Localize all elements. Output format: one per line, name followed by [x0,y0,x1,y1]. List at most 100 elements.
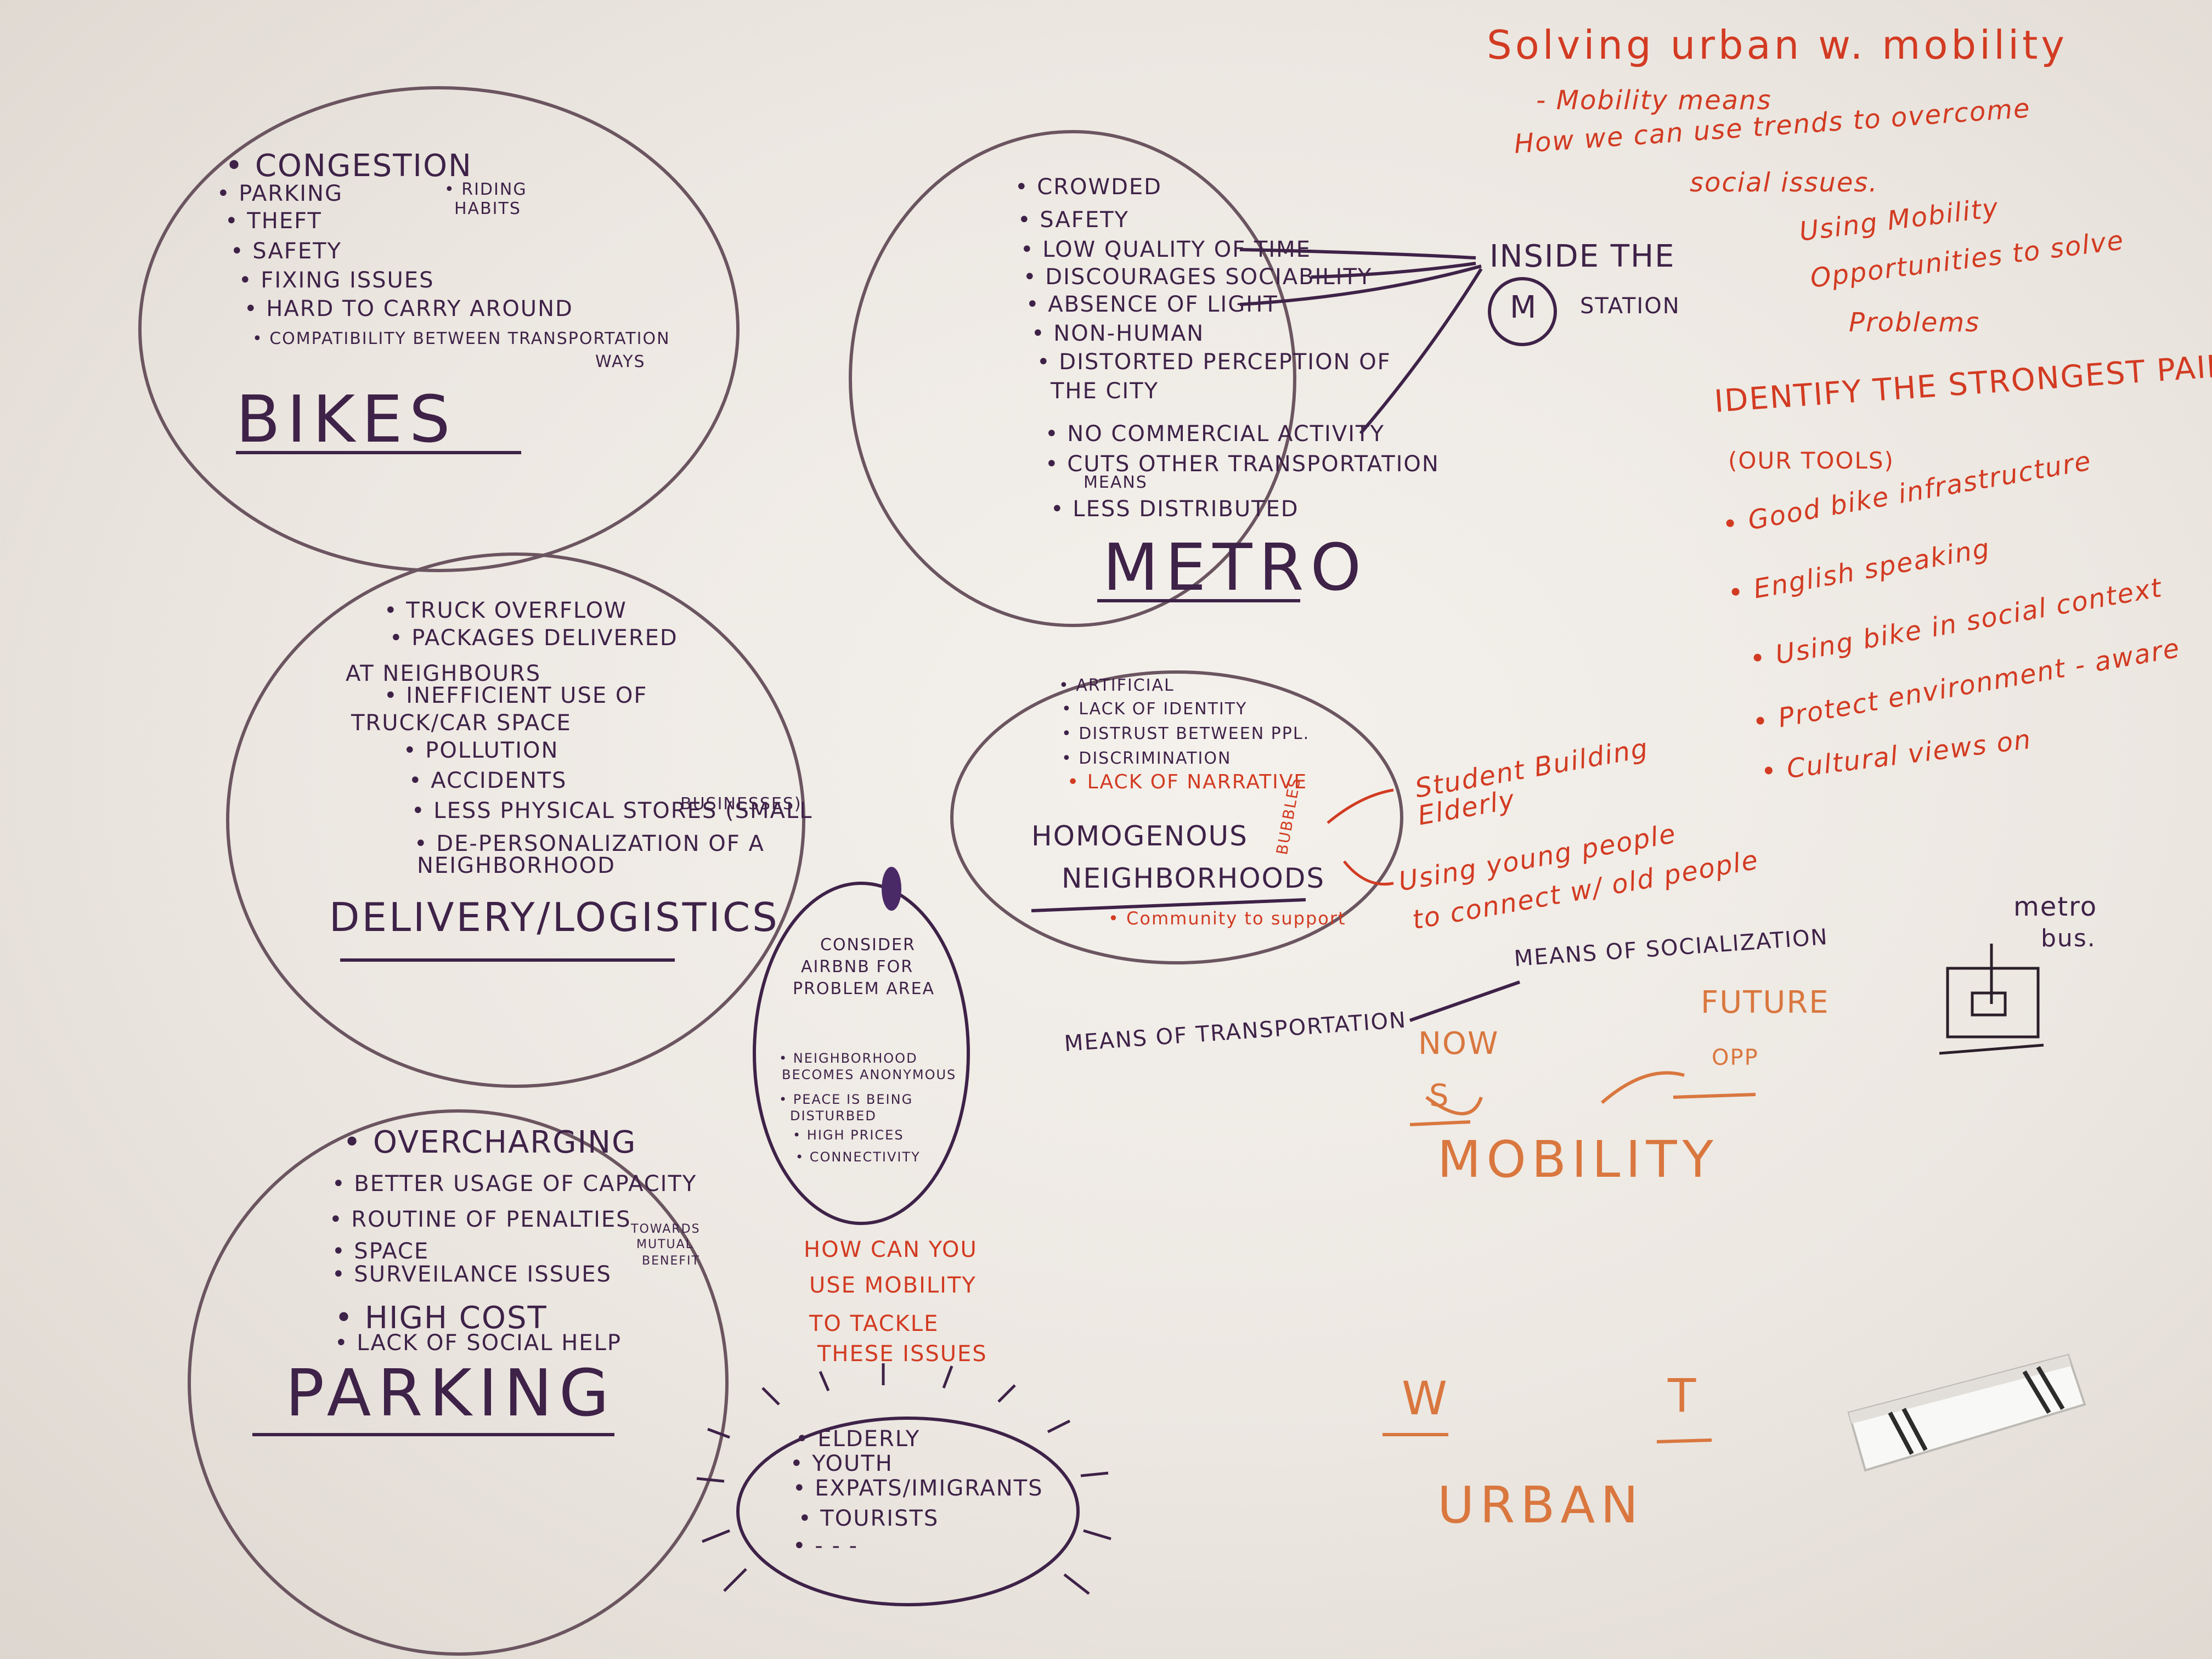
airbnb-item-connectivity: • CONNECTIVITY [795,1149,921,1165]
parking-item-surveilance: • SURVEILANCE ISSUES [332,1262,612,1287]
delivery-item-businesses: BUSINESSES) [680,794,802,814]
airbnb-item-prices: • HIGH PRICES [793,1127,904,1143]
homogenous-item-artificial: • ARTIFICIAL [1059,676,1175,695]
airbnb-marker-dot [882,867,901,911]
header-line-3: social issues. [1690,167,1878,198]
delivery-item-packages: • PACKAGES DELIVERED [390,625,678,651]
arrow-young [1343,860,1394,886]
parking-item-social-help: • LACK OF SOCIAL HELP [335,1330,622,1356]
delivery-item-stores: • LESS PHYSICAL STORES (SMALL [411,798,813,823]
metro-item-light: • ABSENCE OF LIGHT [1026,292,1278,317]
arrow-commercial [1359,268,1483,435]
homogenous-title-2: NEIGHBORHOODS [1062,862,1325,894]
sun-ray [1063,1573,1090,1595]
bikes-title: BIKES [236,381,457,457]
mobility-word: MOBILITY [1437,1130,1719,1189]
urban-bar-right [1656,1438,1712,1443]
bikes-side-riding: • RIDING [444,180,527,199]
question-line-3: TO TACKLE [809,1311,939,1336]
urban-word: URBAN [1437,1476,1644,1534]
question-line-1: HOW CAN YOU [804,1237,978,1262]
urban-t: T [1668,1369,1697,1423]
parking-item-capacity: • BETTER USAGE OF CAPACITY [332,1171,697,1197]
metro-item-distributed: • LESS DISTRIBUTED [1051,496,1299,522]
arrow-student [1327,788,1394,824]
bikes-item-carry: • HARD TO CARRY AROUND [244,296,573,321]
groups-item-youth: • YOUTH [790,1451,893,1476]
metro-item-cuts: • CUTS OTHER TRANSPORTATION [1045,452,1440,477]
question-line-2: USE MOBILITY [809,1273,977,1298]
bikes-item-parking: • PARKING [217,181,343,206]
metro-item-city: THE CITY [1051,379,1159,404]
parking-item-penalties: • ROUTINE OF PENALTIES [329,1207,631,1232]
bikes-side-habits: HABITS [454,199,521,218]
parking-side-benefit: BENEFIT [642,1254,700,1268]
sun-ray [1047,1419,1071,1434]
sun-ray [997,1384,1016,1403]
inside-the-label: INSIDE THE [1489,239,1675,274]
airbnb-heading-3: PROBLEM AREA [793,979,935,998]
station-label: STATION [1580,294,1680,319]
mobility-now: NOW [1418,1026,1499,1062]
delivery-item-accidents: • ACCIDENTS [409,768,567,793]
homogenous-item-identity: • LACK OF IDENTITY [1062,699,1248,719]
metro-bus-label-2: bus. [2041,924,2096,952]
airbnb-item-disturbed: DISTURBED [790,1108,877,1124]
arrow-time [1239,248,1476,259]
header-line-6: Problems [1849,307,1980,338]
metro-item-sociability: • DISCOURAGES SOCIABILITY [1023,264,1373,290]
homogenous-item-discrimination: • DISCRIMINATION [1062,749,1232,768]
delivery-circle [226,552,805,1088]
mobility-opp: OPP [1712,1045,1759,1070]
sun-ray [723,1568,747,1592]
mobility-arc-left [1425,1096,1483,1115]
arrow-light [1239,264,1482,306]
mobility-bar-left [1409,1120,1471,1126]
arrow-means [1409,980,1520,1022]
groups-item-tourists: • TOURISTS [798,1506,939,1531]
parking-item-overcharging: • OVERCHARGING [343,1125,637,1160]
metro-bus-label-1: metro [2013,891,2098,922]
metro-item-means: MEANS [1084,473,1148,492]
airbnb-heading-2: AIRBNB FOR [801,957,914,977]
homogenous-item-distrust: • DISTRUST BETWEEN PPL. [1062,724,1310,743]
sun-ray [1083,1529,1111,1541]
m-symbol: M [1510,290,1538,325]
delivery-title: DELIVERY/LOGISTICS [329,894,780,940]
mobility-s: S [1429,1078,1450,1114]
sun-ray [707,1427,730,1439]
delivery-item-neighborhood: NEIGHBORHOOD [417,853,616,878]
metro-item-time: • LOW QUALITY OF TIME [1020,237,1311,262]
urban-w: W [1402,1372,1449,1425]
bikes-item-congestion: • CONGESTION [225,148,472,184]
airbnb-heading-1: CONSIDER [820,935,916,955]
homogenous-underline [1031,898,1306,912]
metro-item-commercial: • NO COMMERCIAL ACTIVITY [1045,421,1385,447]
bikes-item-theft: • THEFT [225,208,322,234]
strongest-subtitle: (OUR TOOLS) [1728,447,1894,474]
metro-title: METRO [1103,529,1368,605]
homogenous-item-narrative: • Lack of narrative [1067,771,1308,793]
groups-item-etc: • - - - [793,1533,859,1559]
groups-item-elderly: • ELDERLY [795,1426,921,1452]
airbnb-item-peace: • PEACE IS BEING [779,1092,913,1107]
airbnb-circle [753,882,970,1225]
metro-bus-inner [1971,991,2007,1017]
delivery-item-neighbours: AT NEIGHBOURS [346,661,541,686]
arrow-sociability [1311,262,1476,279]
header-line-1: - Mobility means [1536,85,1772,116]
groups-item-expats: • EXPATS/IMIGRANTS [793,1476,1043,1501]
mobility-arc-right [1601,1071,1685,1104]
homogenous-title-1: HOMOGENOUS [1031,820,1248,852]
metro-item-crowded: • CROWDED [1015,174,1162,200]
parking-item-space: • SPACE [332,1239,430,1264]
parking-side-mutual: MUTUAL [636,1238,693,1251]
parking-side-towards: TOWARDS [631,1222,701,1236]
homogenous-circle [950,670,1403,964]
header-title: Solving urban w. mobility [1487,22,2068,68]
groups-circle [736,1417,1080,1606]
sun-ray [942,1365,953,1389]
metro-item-distorted: • DISTORTED PERCEPTION OF [1037,349,1391,375]
